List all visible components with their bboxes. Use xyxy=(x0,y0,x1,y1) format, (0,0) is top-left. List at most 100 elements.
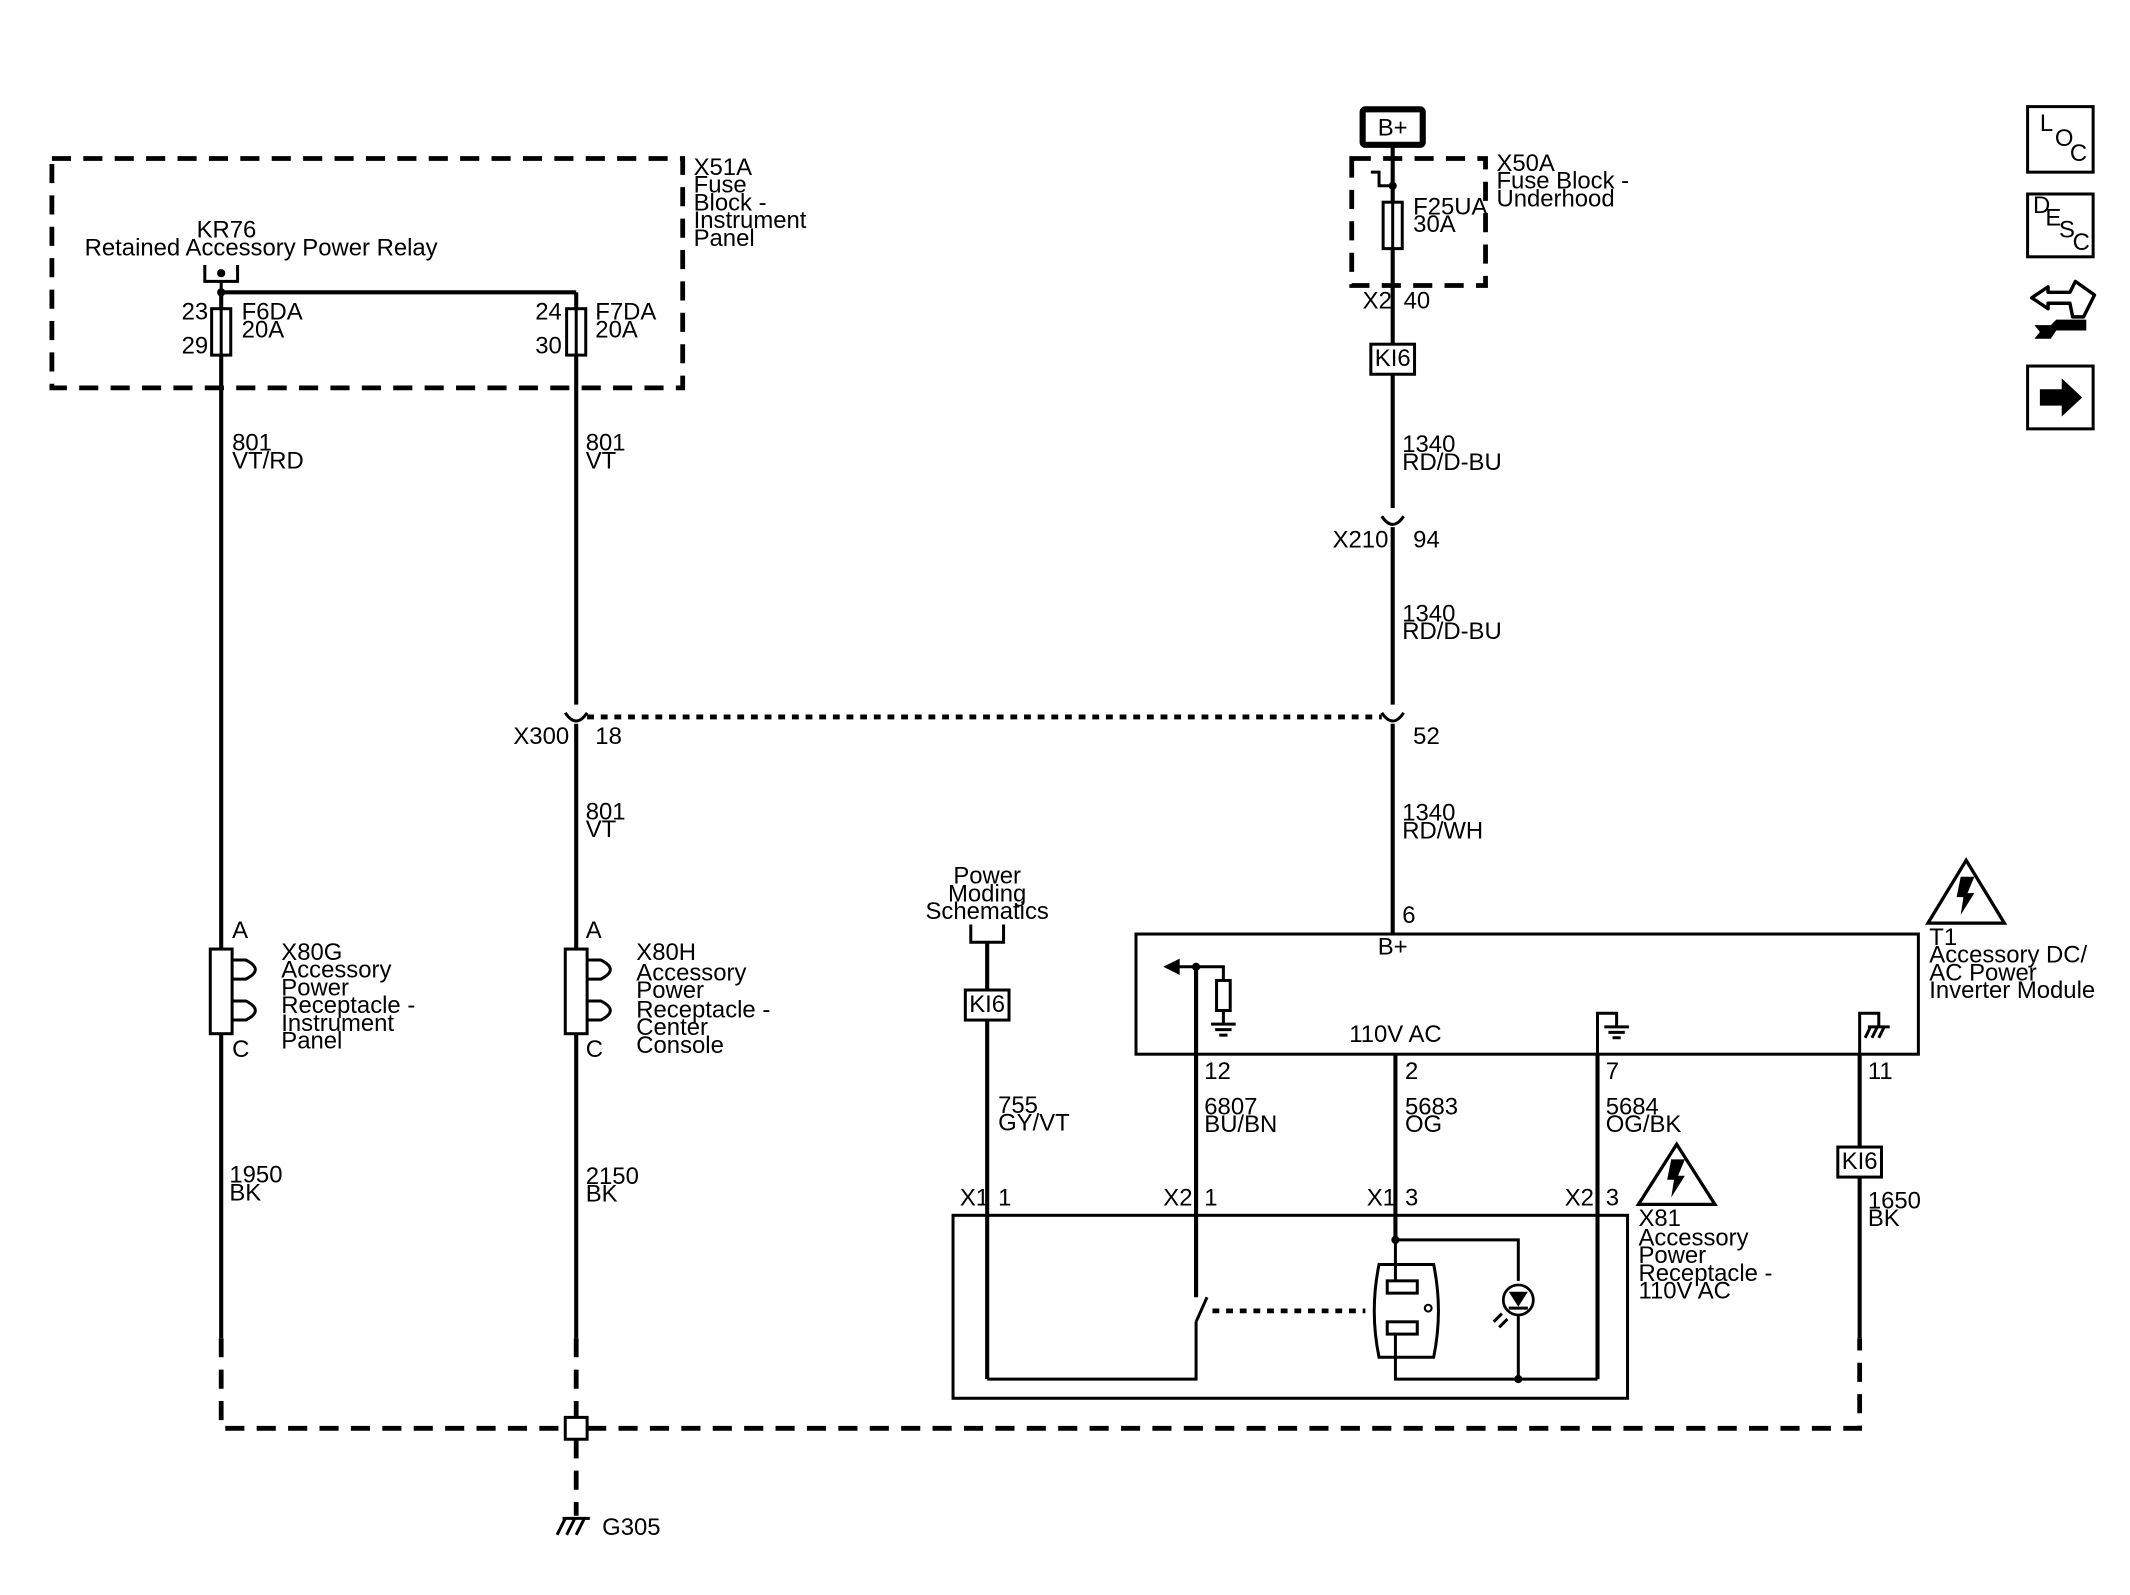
fuse-block-uh-conn: X2 xyxy=(1363,288,1392,315)
fuse-f7da-pin-in: 24 xyxy=(535,299,562,326)
loc-button[interactable]: L O C xyxy=(2026,105,2095,174)
receptacle-x81: X1 1 X2 1 X1 3 X2 3 X81 Accessory Power … xyxy=(951,1141,1772,1400)
x80h-id: X80H xyxy=(636,939,696,966)
x300-label: X300 xyxy=(513,723,569,750)
inverter-pin-6: 6 xyxy=(1402,902,1415,929)
desc-letter-4: C xyxy=(2073,229,2090,256)
x81-name-3: Receptacle - xyxy=(1638,1260,1772,1287)
x81-conn-1: X1 xyxy=(960,1185,989,1212)
fuse-f7da-pin-out: 30 xyxy=(535,333,562,360)
desc-letter-1: D xyxy=(2033,192,2050,219)
circuit-801-vt-rd: 801 VT/RD xyxy=(219,355,304,950)
fuse-f25ua-rating: 30A xyxy=(1413,211,1456,238)
x80h-name-3: Receptacle - xyxy=(636,996,770,1023)
fuse-block-uh-pin: 40 xyxy=(1404,288,1431,315)
fuse-block-ip-id: X51A xyxy=(694,154,752,181)
fuse-block-ip-name-2: Block - xyxy=(694,189,767,216)
receptacle-x80g: A C X80G Accessory Power Receptacle - In… xyxy=(208,917,415,1339)
arrow-right-icon xyxy=(2039,378,2083,417)
wire-1950-circuit: 1950 xyxy=(229,1162,282,1189)
power-moding-reference: Power Moding Schematics KI6 755 GY/VT xyxy=(925,863,1070,1380)
fuse-block-instrument-panel: X51A Fuse Block - Instrument Panel KR76 … xyxy=(49,154,807,391)
fuse-block-uh-name-2: Underhood xyxy=(1496,185,1614,212)
desc-letter-2: E xyxy=(2045,204,2061,231)
x80g-name-2: Power xyxy=(281,974,349,1001)
inverter-module-t1: B+ 110V AC T1 Accessory DC/ AC Power Inv… xyxy=(1134,857,2095,1085)
wire-5683-circuit: 5683 xyxy=(1405,1093,1458,1120)
power-moding-line-3: Schematics xyxy=(925,898,1048,925)
x80g-pin-a: A xyxy=(232,917,248,944)
wire-1340a-color: RD/D-BU xyxy=(1402,449,1501,476)
x80h-name-4: Center xyxy=(636,1014,708,1041)
x80g-id: X80G xyxy=(281,939,342,966)
battery-label: B+ xyxy=(1378,114,1408,141)
loc-letter-1: L xyxy=(2040,110,2053,137)
next-page-button[interactable] xyxy=(2026,364,2095,431)
wire-6807-color: BU/BN xyxy=(1204,1111,1277,1138)
ki6-right-label: KI6 xyxy=(1842,1148,1878,1175)
ground-g305: G305 xyxy=(218,1338,1863,1541)
ki6-top-label: KI6 xyxy=(1375,345,1411,372)
x81-conn-4: X2 xyxy=(1565,1185,1594,1212)
x80h-name-1: Accessory xyxy=(636,959,746,986)
x81-name-1: Accessory xyxy=(1638,1224,1748,1251)
fuse-f7da-rating: 20A xyxy=(595,316,638,343)
wire-801a-color: VT/RD xyxy=(232,447,304,474)
x300-pin-18: 18 xyxy=(595,723,622,750)
wire-1340b-circuit: 1340 xyxy=(1402,600,1455,627)
fuse-block-ip-name-4: Panel xyxy=(694,225,755,252)
wire-1340c-color: RD/WH xyxy=(1402,817,1483,844)
fuse-block-ip-name-1: Fuse xyxy=(694,172,747,199)
desc-button[interactable]: D E S C xyxy=(2026,192,2095,259)
x81-conn-3-pin: 3 xyxy=(1405,1185,1418,1212)
x300-pin-52: 52 xyxy=(1413,723,1440,750)
inverter-pin-7: 7 xyxy=(1606,1058,1619,1085)
connector-repair-button[interactable] xyxy=(2024,273,2097,345)
fuse-f25ua-name: F25UA xyxy=(1413,193,1487,220)
wire-5683-color: OG xyxy=(1405,1111,1442,1138)
inverter-bplus-label: B+ xyxy=(1378,934,1408,961)
loc-letter-3: C xyxy=(2070,140,2087,167)
fuse-block-ip-name-3: Instrument xyxy=(694,207,807,234)
inverter-name-3: Inverter Module xyxy=(1929,977,2095,1004)
relay-kr76: KR76 Retained Accessory Power Relay xyxy=(85,217,438,297)
x80g-name-4: Instrument xyxy=(281,1010,394,1037)
x81-conn-2: X2 xyxy=(1163,1185,1192,1212)
inverter-id: T1 xyxy=(1929,924,1957,951)
wire-755-color: GY/VT xyxy=(998,1110,1070,1137)
wire-755-circuit: 755 xyxy=(998,1092,1038,1119)
inverter-pin-2: 2 xyxy=(1405,1058,1418,1085)
circuit-1340: 1340 RD/D-BU X210 94 1340 RD/D-BU 52 134… xyxy=(1333,374,1502,935)
x81-conn-4-pin: 3 xyxy=(1606,1185,1619,1212)
x210-pin: 94 xyxy=(1413,527,1440,554)
x80g-name-3: Receptacle - xyxy=(281,992,415,1019)
ki6-mid-label: KI6 xyxy=(969,991,1005,1018)
receptacle-x80h: A C X80H Accessory Power Receptacle - Ce… xyxy=(563,917,770,1339)
loc-letter-2: O xyxy=(2055,125,2074,152)
x80h-pin-c: C xyxy=(586,1036,603,1063)
x80h-name-5: Console xyxy=(636,1032,724,1059)
wire-2150-circuit: 2150 xyxy=(586,1163,639,1190)
fuse-f7da-name: F7DA xyxy=(595,299,656,326)
wire-5684-circuit: 5684 xyxy=(1606,1093,1659,1120)
x81-name-4: 110V AC xyxy=(1638,1278,1730,1305)
wire-801b-color: VT xyxy=(586,447,617,474)
wire-1650-color: BK xyxy=(1868,1205,1900,1232)
x81-conn-1-pin: 1 xyxy=(998,1185,1011,1212)
x81-id: X81 xyxy=(1638,1205,1680,1232)
fuse-block-uh-id: X50A xyxy=(1496,150,1554,177)
wire-5684-color: OG/BK xyxy=(1606,1111,1682,1138)
x81-conn-2-pin: 1 xyxy=(1204,1185,1217,1212)
power-moding-line-2: Moding xyxy=(948,880,1026,907)
fuse-block-underhood: B+ F25UA 30A X50A Fuse Block - Underhood… xyxy=(1349,106,1629,345)
inverter-name-1: Accessory DC/ xyxy=(1929,942,2087,969)
circuit-801-vt: 801 VT X300 18 801 VT xyxy=(513,355,626,950)
x81-conn-3: X1 xyxy=(1367,1185,1396,1212)
desc-letter-3: S xyxy=(2059,217,2075,244)
x81-name-2: Power xyxy=(1638,1242,1706,1269)
x80h-pin-a: A xyxy=(586,917,602,944)
inverter-name-2: AC Power xyxy=(1929,959,2037,986)
power-moding-line-1: Power xyxy=(953,863,1021,890)
fuse-f6da: 23 29 F6DA 20A xyxy=(182,292,303,360)
